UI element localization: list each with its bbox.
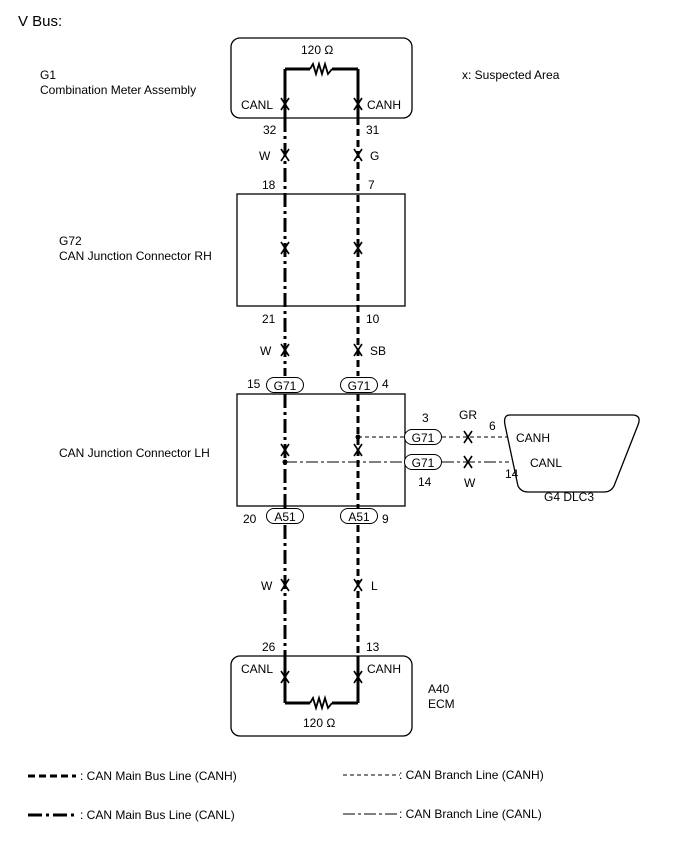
pin-g1-canh: 31 — [366, 123, 380, 137]
legend-branch-canh: : CAN Branch Line (CANH) — [399, 768, 544, 782]
pin-lh-bottom-left: 20 — [243, 512, 257, 526]
splice-canh — [355, 434, 361, 440]
dlc3-label: G4 DLC3 — [544, 490, 595, 504]
g1-canl-label: CANL — [241, 98, 274, 112]
pin-lh-top-left: 15 — [247, 377, 261, 391]
connector-a51-left: A51 — [266, 508, 304, 524]
connector-g71-top-right: G71 — [340, 377, 378, 393]
legend-main-canl: : CAN Main Bus Line (CANL) — [80, 808, 235, 822]
pin-lh-branch-l: 14 — [418, 475, 432, 489]
dlc-canl-label: CANL — [530, 456, 563, 470]
pin-lh-top-right: 4 — [382, 377, 389, 391]
suspected-area-note: x: Suspected Area — [462, 68, 560, 82]
ecm-canh-label: CANH — [367, 662, 402, 676]
pin-lh-branch-h: 3 — [422, 411, 429, 425]
pin-ecm-canh: 13 — [366, 640, 380, 654]
legend-branch-canl: : CAN Branch Line (CANL) — [399, 807, 542, 821]
connector-g71-branch-l: G71 — [404, 454, 442, 470]
pin-ecm-canl: 26 — [262, 640, 276, 654]
wire-color-g72-lh-left: W — [260, 344, 272, 358]
g1-resistor-label: 120 Ω — [301, 43, 334, 57]
ecm-resistor-label: 120 Ω — [303, 716, 336, 730]
g1-terminator — [283, 60, 360, 118]
pin-dlc-canl: 14 — [505, 467, 519, 481]
g1-code: G1 — [40, 68, 57, 82]
wire-color-branch-l: W — [464, 476, 476, 490]
wire-color-branch-h: GR — [459, 408, 477, 422]
wire-color-lh-ecm-left: W — [261, 579, 273, 593]
connector-g71-top-left: G71 — [266, 377, 304, 393]
wire-color-g72-lh-right: SB — [370, 344, 387, 358]
connector-g71-branch-h: G71 — [404, 429, 442, 445]
ecm-terminator — [283, 656, 360, 712]
pin-g72-bottom-right: 10 — [366, 312, 380, 326]
pin-g1-canl: 32 — [263, 123, 277, 137]
a40-code: A40 — [428, 682, 450, 696]
a40-name: ECM — [428, 697, 455, 711]
suspected-markers — [280, 97, 473, 684]
g72-code: G72 — [59, 234, 82, 248]
lh-name: CAN Junction Connector LH — [59, 446, 210, 460]
legend-main-canh: : CAN Main Bus Line (CANH) — [80, 769, 237, 783]
wire-color-g1-g72-right: G — [370, 149, 380, 163]
connector-a51-right: A51 — [340, 508, 378, 524]
g1-canh-label: CANH — [367, 98, 402, 112]
lh-box — [236, 393, 406, 507]
pin-g72-bottom-left: 21 — [262, 312, 276, 326]
dlc-canh-label: CANH — [516, 431, 551, 445]
legend-samples — [28, 774, 400, 817]
ecm-canl-label: CANL — [241, 662, 274, 676]
diagram-title: V Bus: — [18, 13, 63, 30]
g72-box — [236, 193, 406, 307]
pin-g72-top-right: 7 — [368, 178, 375, 192]
wire-color-g1-g72-left: W — [259, 149, 271, 163]
ecm-box — [230, 655, 413, 737]
wire-color-lh-ecm-right: L — [371, 579, 378, 593]
pin-g72-top-left: 18 — [262, 178, 276, 192]
g1-box — [230, 37, 413, 119]
g1-name: Combination Meter Assembly — [40, 83, 197, 97]
pin-lh-bottom-right: 9 — [382, 512, 389, 526]
g72-name: CAN Junction Connector RH — [59, 249, 212, 263]
pin-dlc-canh: 6 — [489, 419, 496, 433]
splice-canl — [282, 459, 288, 465]
dlc3-shape — [503, 414, 640, 493]
